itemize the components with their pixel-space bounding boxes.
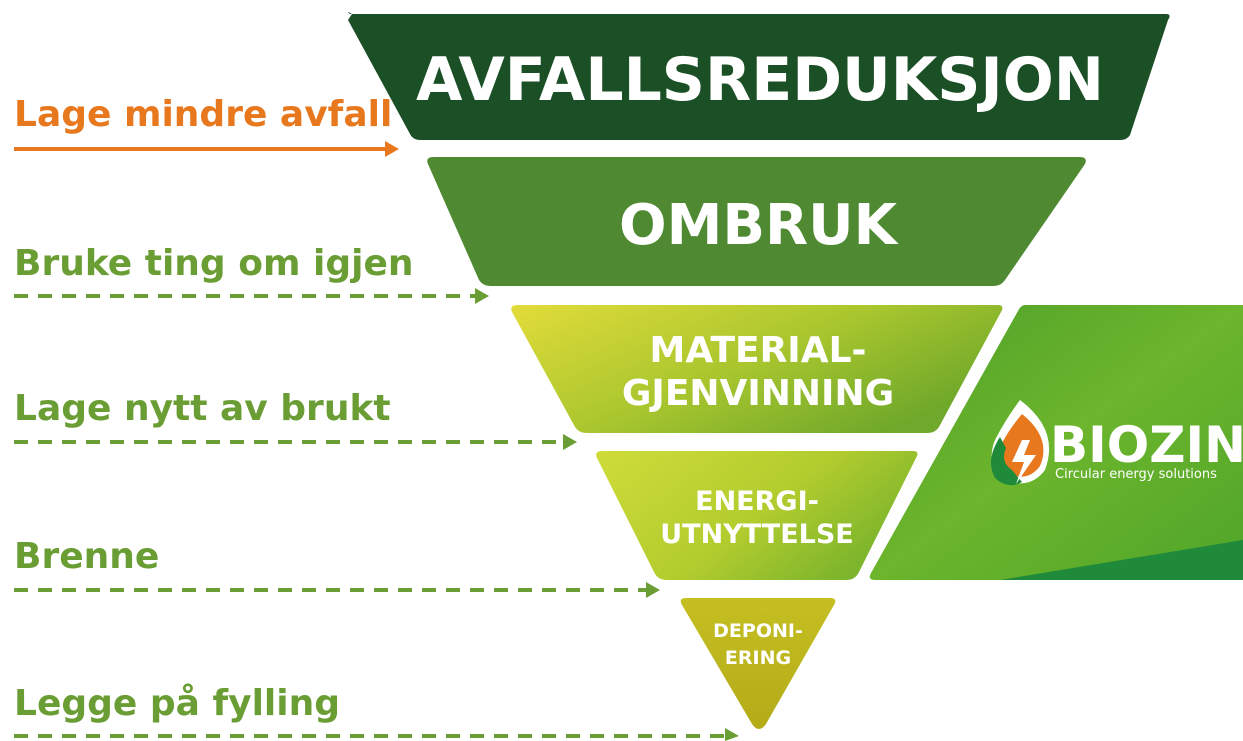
level-shape: [347, 12, 1170, 140]
biozin-logo-icon: [991, 400, 1050, 486]
level-avfallsreduksjon: AVFALLSREDUKSJON: [347, 12, 1170, 140]
level-shape: [427, 157, 1086, 286]
arrow-head-icon: [475, 288, 489, 304]
caption-lage-nytt-av-brukt: Lage nytt av brukt: [14, 388, 577, 450]
level-shape: [511, 305, 1003, 433]
level-title: AVFALLSREDUKSJON: [416, 45, 1104, 115]
brand-panel-shape: [869, 305, 1243, 580]
caption-bruke-ting-om-igjen: Bruke ting om igjen: [14, 243, 489, 304]
level-title: OMBRUK: [619, 193, 900, 258]
level-title: ENERGI-: [695, 486, 819, 517]
level-energiutnyttelse: ENERGI- UTNYTTELSE: [596, 451, 918, 580]
brand-panel-accent: [1000, 540, 1243, 580]
caption-text: Bruke ting om igjen: [14, 243, 414, 284]
level-materialgjenvinning: MATERIAL- GJENVINNING: [511, 305, 1003, 433]
caption-legge-pa-fylling: Legge på fylling: [14, 683, 739, 741]
brand-name: BIOZIN: [1050, 416, 1243, 474]
arrow-head-icon: [725, 728, 739, 741]
brand-tagline: Circular energy solutions: [1055, 467, 1217, 482]
level-title: UTNYTTELSE: [660, 519, 853, 550]
level-ombruk: OMBRUK: [427, 157, 1086, 286]
caption-brenne: Brenne: [14, 536, 660, 598]
level-title: GJENVINNING: [622, 373, 894, 414]
level-title: DEPONI-: [713, 620, 803, 642]
caption-text: Lage nytt av brukt: [14, 388, 391, 429]
level-shape: [680, 598, 836, 729]
arrow-head-icon: [563, 434, 577, 450]
brand-panel: BIOZIN Circular energy solutions: [869, 305, 1243, 580]
caption-text: Legge på fylling: [14, 683, 340, 724]
caption-lage-mindre-avfall: Lage mindre avfall: [14, 94, 399, 157]
arrow-head-icon: [385, 141, 399, 157]
level-title: ERING: [725, 647, 791, 669]
level-shape: [596, 451, 918, 580]
caption-text: Brenne: [14, 536, 159, 577]
level-title: MATERIAL-: [650, 330, 867, 371]
arrow-head-icon: [646, 582, 660, 598]
caption-text: Lage mindre avfall: [14, 94, 392, 135]
level-deponering: DEPONI- ERING: [680, 598, 836, 729]
